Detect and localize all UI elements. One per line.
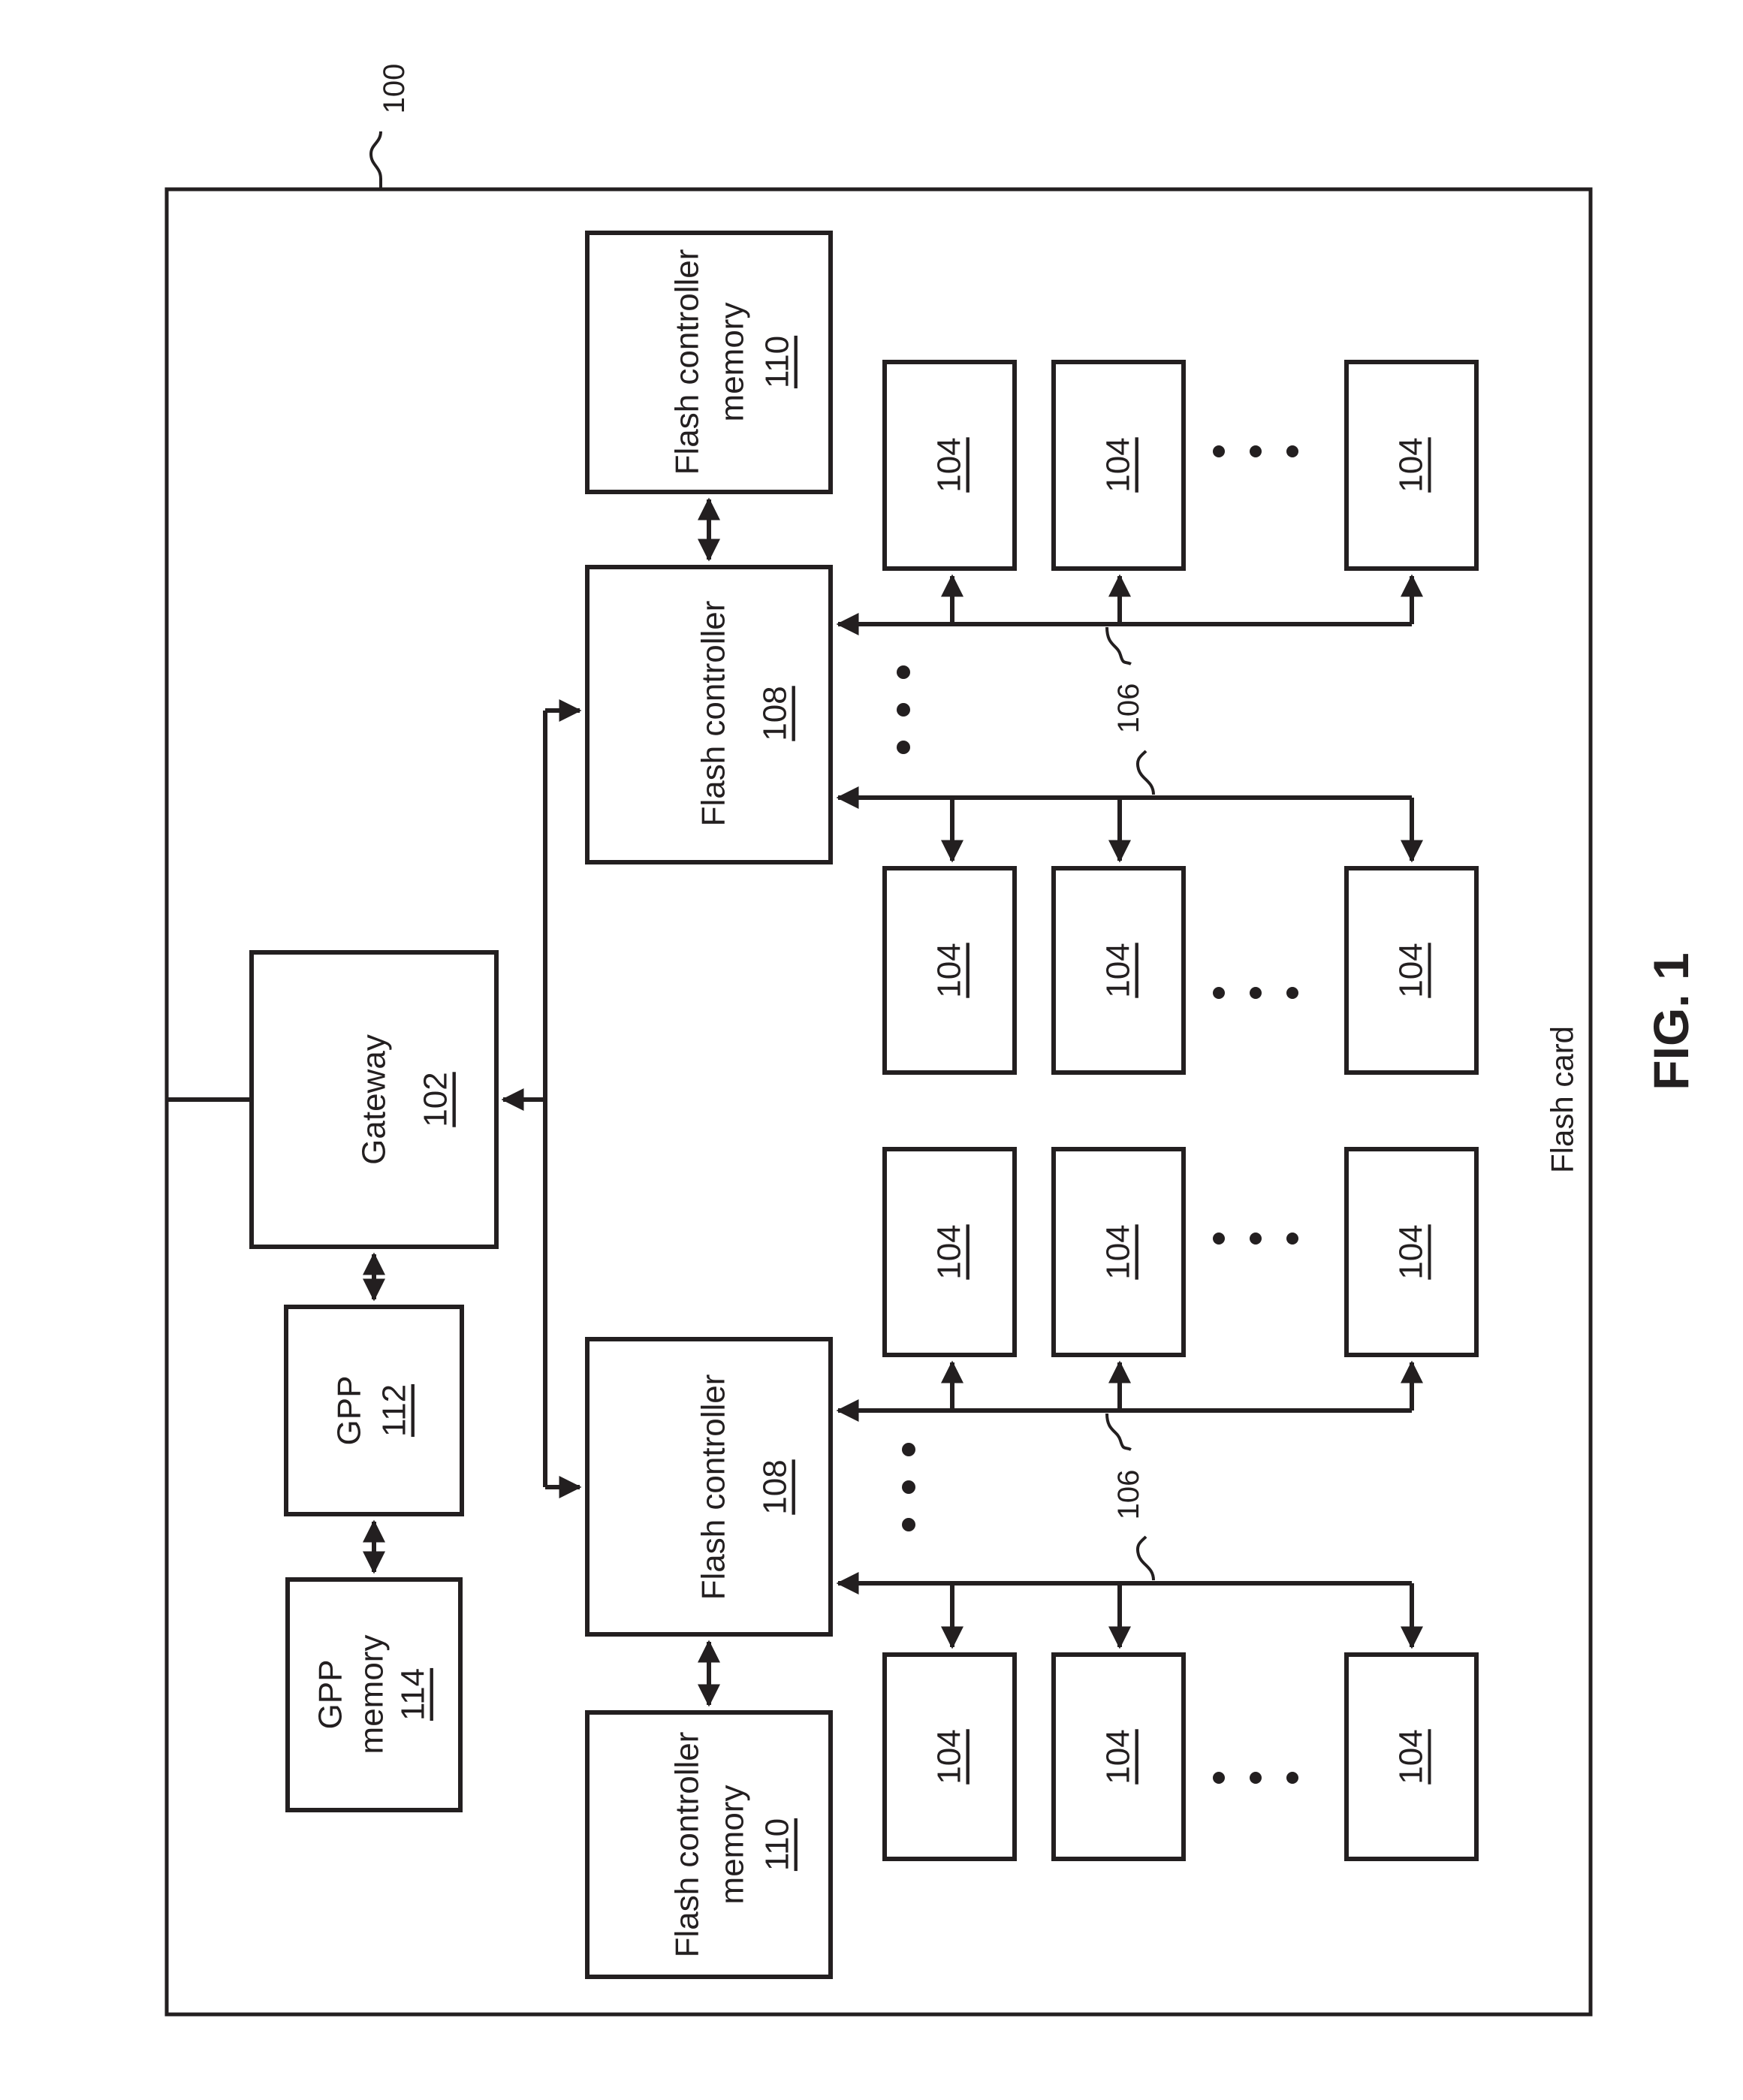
gpp-ref: 112	[376, 1384, 413, 1437]
channel-ref-top: 106	[1112, 683, 1145, 734]
flash-chip-group-4: 104 104 104	[885, 1655, 1476, 1859]
flash-chip-group-1: 104 104 104	[885, 362, 1476, 569]
flash-controller-bottom: Flash controller 108	[587, 1339, 831, 1634]
fc-top-ref: 108	[757, 686, 794, 741]
fc-bottom-ref: 108	[757, 1459, 794, 1514]
gpp-memory-name: GPP	[312, 1660, 349, 1730]
channel-bus-top-a	[838, 576, 1412, 624]
fc-memory-top-name: Flash controller	[669, 249, 706, 475]
flash-card-label: Flash card	[1545, 1026, 1580, 1173]
flash-chip-ref: 104	[931, 1224, 968, 1279]
fc-top-name: Flash controller	[695, 601, 732, 827]
card-ref-label: 100	[378, 64, 411, 114]
flash-chip-ref: 104	[1393, 1729, 1430, 1784]
fc-memory-top-line2: memory	[714, 303, 751, 422]
fc-memory-top-ref: 110	[759, 336, 796, 388]
card-ref-leader	[371, 131, 381, 189]
channel-ref-leader-top-a	[1107, 627, 1131, 664]
fc-memory-bottom-name: Flash controller	[669, 1732, 706, 1958]
flash-chip-ref: 104	[1393, 437, 1430, 492]
channel-ref-leader-top-b	[1138, 751, 1153, 795]
flash-controller-top: Flash controller 108	[587, 567, 831, 862]
flash-controller-memory-bottom: Flash controller memory 110	[587, 1712, 831, 1977]
channel-bus-top-b	[838, 798, 1412, 861]
flash-chip-ref: 104	[931, 437, 968, 492]
figure-label: FIG. 1	[1643, 952, 1699, 1090]
gpp-memory-block: GPP memory 114	[288, 1580, 460, 1810]
gpp-block: GPP 112	[286, 1307, 462, 1514]
channel-ref-bottom: 106	[1112, 1470, 1145, 1520]
gateway-block: Gateway 102	[252, 952, 496, 1247]
gateway-ref: 102	[418, 1072, 454, 1127]
channel-bus-bottom-a	[838, 1362, 1412, 1411]
flash-chip-ref: 104	[1100, 1729, 1137, 1784]
flash-chip-group-3: 104 104 104	[885, 1149, 1476, 1355]
gpp-name: GPP	[331, 1376, 368, 1446]
channel-ellipsis-top	[897, 665, 910, 754]
channel-bus-bottom-b	[838, 1583, 1412, 1647]
flash-controller-memory-top: Flash controller memory 110	[587, 233, 831, 492]
channel-ellipsis-bottom	[902, 1443, 915, 1531]
flash-chip-ref: 104	[931, 1729, 968, 1784]
gateway-controller-bus	[503, 711, 580, 1487]
flash-chip-ref: 104	[1100, 437, 1137, 492]
fc-memory-bottom-line2: memory	[714, 1785, 751, 1905]
fc-memory-bottom-ref: 110	[759, 1818, 796, 1871]
flash-chip-ref: 104	[1100, 943, 1137, 997]
flash-chip-group-2: 104 104 104	[885, 868, 1476, 1073]
gpp-memory-line2: memory	[354, 1635, 391, 1755]
gpp-memory-ref: 114	[395, 1668, 432, 1721]
flash-chip-ref: 104	[931, 943, 968, 997]
flash-chip-ref: 104	[1100, 1224, 1137, 1279]
channel-ref-leader-bottom-b	[1138, 1537, 1153, 1580]
gateway-name: Gateway	[356, 1034, 393, 1165]
flash-chip-ref: 104	[1393, 943, 1430, 997]
fc-bottom-name: Flash controller	[695, 1374, 732, 1601]
channel-ref-leader-bottom-a	[1107, 1414, 1131, 1450]
flash-chip-ref: 104	[1393, 1224, 1430, 1279]
